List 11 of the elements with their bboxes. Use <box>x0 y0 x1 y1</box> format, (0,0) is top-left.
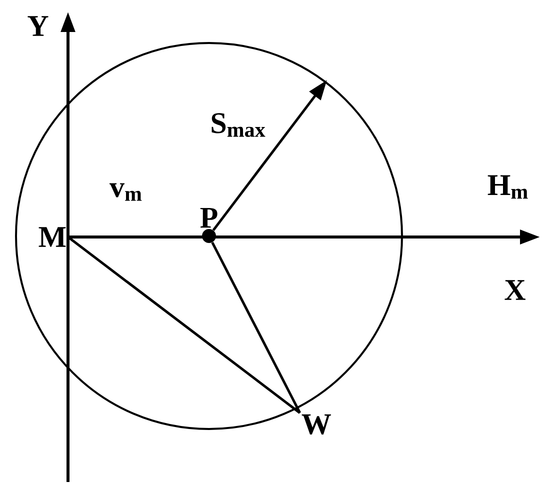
point-label: M <box>38 227 66 247</box>
point: P <box>200 208 218 243</box>
line <box>67 236 301 414</box>
point-label: W <box>302 414 331 434</box>
line <box>211 242 302 414</box>
axis-label: H$_{m}$ <box>488 175 528 199</box>
node-label: P <box>200 208 218 228</box>
axis-label: Y <box>28 16 48 36</box>
variable-label: v$_{m}$ <box>110 183 142 201</box>
axis-label: X <box>504 280 526 300</box>
edge-label: S$_{max}$ <box>212 113 266 137</box>
